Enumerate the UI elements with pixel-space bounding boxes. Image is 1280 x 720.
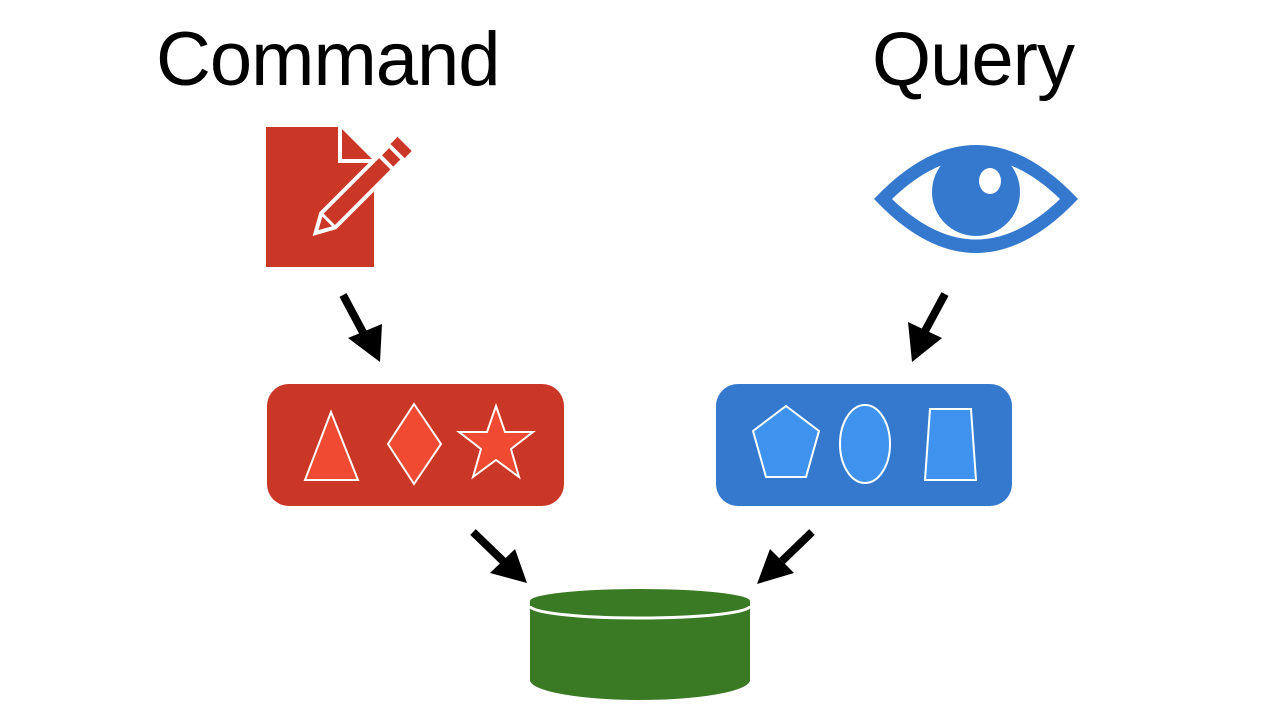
trapezoid-shape — [923, 408, 978, 481]
arrow-command-to-model — [339, 293, 382, 362]
diamond-shape — [386, 402, 443, 486]
command-model-box — [267, 384, 564, 506]
star-shape — [456, 402, 536, 480]
command-title: Command — [156, 17, 501, 102]
ellipse-shape — [839, 404, 891, 484]
eye-icon — [874, 145, 1078, 253]
arrow-query-to-model — [908, 292, 949, 362]
pentagon-shape — [751, 404, 821, 478]
triangle-shape — [303, 409, 360, 481]
edit-document-icon — [266, 127, 412, 267]
query-title: Query — [872, 17, 1075, 102]
query-model-box — [716, 384, 1012, 506]
arrow-command-model-to-database — [470, 529, 527, 583]
database-cylinder-icon — [528, 589, 752, 700]
arrow-query-model-to-database — [757, 529, 815, 584]
